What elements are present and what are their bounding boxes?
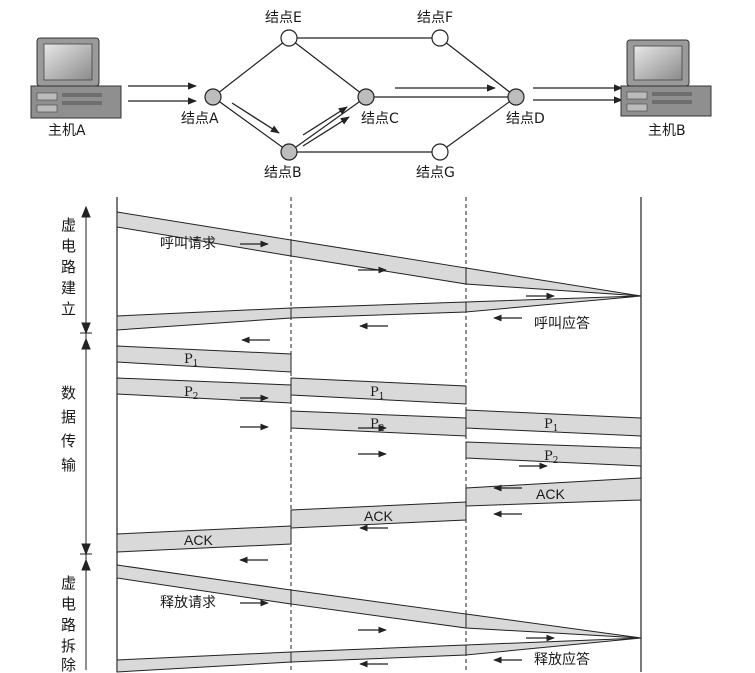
packet-p2-label: P2 <box>184 385 198 402</box>
band-p2-2 <box>290 410 467 437</box>
node-g-label: 结点G <box>416 165 455 181</box>
node-d <box>507 88 525 106</box>
svg-text:输: 输 <box>61 456 76 474</box>
band-release-request-2 <box>290 589 467 629</box>
computer-icon-host-b <box>620 39 712 117</box>
svg-text:立: 立 <box>61 300 76 318</box>
release-accept-label: 释放应答 <box>534 651 590 668</box>
svg-text:虚: 虚 <box>61 574 76 592</box>
host-b-label: 主机B <box>648 123 686 139</box>
band-release-accept-1 <box>116 651 292 673</box>
svg-text:路: 路 <box>61 616 76 634</box>
svg-text:电: 电 <box>61 595 76 613</box>
packet-p1-label: P1 <box>370 385 384 402</box>
computer-icon-host-a <box>30 37 122 119</box>
packet-p1-label: P1 <box>544 417 558 434</box>
call-accept-label: 呼叫应答 <box>534 315 590 332</box>
message-bands <box>116 211 642 673</box>
release-request-label: 释放请求 <box>160 595 216 611</box>
host-a-label: 主机A <box>48 123 86 139</box>
band-p2-3 <box>465 441 642 467</box>
node-d-label: 结点D <box>506 111 545 127</box>
band-call-accept-3 <box>465 295 642 313</box>
ack-label: ACK <box>536 486 565 502</box>
call-request-label: 呼叫请求 <box>160 236 216 252</box>
band-ack-1 <box>116 525 292 553</box>
node-c-label: 结点C <box>361 111 399 127</box>
band-p1-1 <box>116 345 292 373</box>
svg-text:除: 除 <box>61 656 76 673</box>
packet-p1-label: P1 <box>184 352 198 369</box>
band-p1-3 <box>465 409 642 437</box>
band-call-accept-2 <box>290 301 467 319</box>
node-g <box>431 143 449 161</box>
network-links <box>212 37 517 153</box>
node-e <box>280 29 298 47</box>
ack-label: ACK <box>184 532 213 548</box>
band-call-request-3 <box>465 267 642 297</box>
svg-text:传: 传 <box>61 432 76 450</box>
node-f-label: 结点F <box>417 10 453 26</box>
phase-transfer-label: 数 据 传 输 <box>61 384 76 474</box>
network-topology: 结点E 结点F 结点A 结点C 结点D 结点B 结点G 主机A 主机B <box>30 10 712 181</box>
packet-p2-label: P2 <box>370 417 384 434</box>
phase-teardown-label: 虚 电 路 拆 除 <box>61 574 76 673</box>
svg-text:据: 据 <box>61 408 76 426</box>
node-b <box>280 143 298 161</box>
path-arrows <box>128 82 623 147</box>
node-a-label: 结点A <box>181 111 219 127</box>
node-e-label: 结点E <box>265 10 302 26</box>
ack-label: ACK <box>364 508 393 524</box>
phase-bracket <box>80 205 92 670</box>
band-p2-1 <box>116 377 292 404</box>
node-b-label: 结点B <box>264 165 302 181</box>
phase-setup-label: 虚 电 路 建 立 <box>61 216 76 318</box>
timing-diagram: 虚 电 路 建 立 数 据 传 输 虚 电 路 拆 除 <box>61 197 642 673</box>
band-release-accept-2 <box>290 644 467 663</box>
packet-p2-label: P2 <box>544 449 558 466</box>
node-f <box>431 29 449 47</box>
svg-text:建: 建 <box>61 279 76 297</box>
svg-text:数: 数 <box>61 384 76 402</box>
node-a <box>204 88 222 106</box>
svg-text:路: 路 <box>61 258 76 276</box>
band-release-request-3 <box>465 613 642 639</box>
svg-text:电: 电 <box>61 237 76 255</box>
node-c <box>357 88 375 106</box>
band-call-accept-1 <box>116 307 292 331</box>
direction-arrows <box>239 240 555 668</box>
svg-text:虚: 虚 <box>61 216 76 234</box>
band-p1-2 <box>290 377 467 405</box>
svg-text:拆: 拆 <box>61 637 76 655</box>
band-call-request-2 <box>290 239 467 285</box>
